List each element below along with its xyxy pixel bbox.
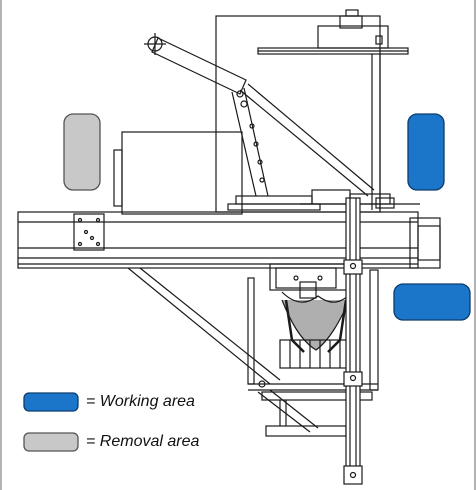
vertical-rail — [343, 197, 363, 485]
legend-working-swatch — [23, 392, 79, 412]
working-area-zone-top — [407, 113, 445, 191]
carriage — [227, 189, 420, 211]
top-shelf — [257, 9, 409, 210]
diagonal-strut — [127, 267, 319, 433]
main-beam — [17, 211, 441, 269]
brush-assembly — [279, 291, 353, 369]
legend-removal-label: = Removal area — [86, 433, 200, 450]
removal-area-zone — [63, 113, 101, 191]
upper-arm — [151, 37, 375, 197]
legend-working-label: = Working area — [86, 393, 195, 410]
working-area-zone-bottom — [393, 283, 471, 321]
rear-panel — [215, 15, 381, 213]
middle-panel — [121, 131, 243, 215]
machine-drawing — [17, 9, 441, 485]
legend-removal-swatch — [23, 432, 79, 452]
